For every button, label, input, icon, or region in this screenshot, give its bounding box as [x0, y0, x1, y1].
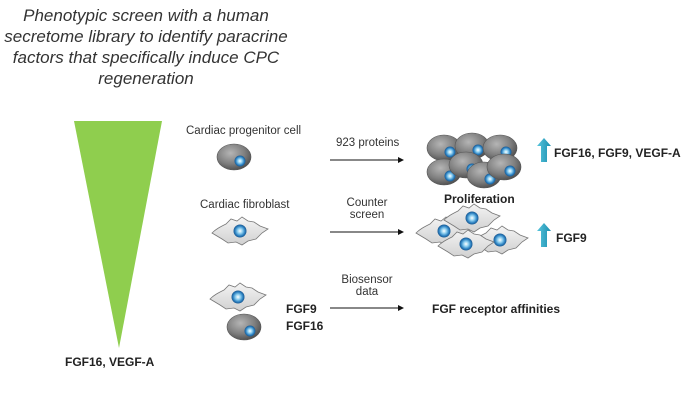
factor-fgf16: FGF16	[286, 319, 324, 333]
up-arrow-icon	[537, 138, 551, 162]
arrow-label-line: Biosensor	[341, 274, 393, 286]
up-arrow-icon	[537, 223, 551, 247]
fibroblast-label: Cardiac fibroblast	[200, 199, 290, 211]
upregulated-factors-fibroblast: FGF9	[556, 231, 587, 245]
diagram-title: Phenotypic screen with a human secretome…	[4, 6, 288, 88]
fibroblast-biosensor-icon	[209, 282, 267, 312]
cardiac-fibroblast-icon	[211, 216, 269, 246]
arrow-label-line: data	[355, 286, 379, 298]
biosensor-factors: FGF9 FGF16	[286, 301, 323, 335]
proliferation-label: Proliferation	[444, 192, 515, 206]
fgf-receptor-affinities-label: FGF receptor affinities	[432, 302, 561, 316]
arrow-label-biosensor: Biosensor data	[336, 274, 398, 298]
cpc-label: Cardiac progenitor cell	[186, 125, 302, 137]
arrow-label-line: Counter	[346, 197, 388, 209]
cpc-cluster-icon	[426, 132, 522, 189]
factor-fgf9: FGF9	[286, 302, 317, 316]
arrow-label-counter-screen: Counter screen	[336, 197, 398, 221]
arrow-label-line: screen	[349, 209, 385, 221]
arrow-label-923-proteins: 923 proteins	[336, 137, 400, 149]
funnel-bottom-label: FGF16, VEGF-A	[65, 355, 155, 369]
cardiac-progenitor-cell-icon	[216, 143, 252, 171]
upregulated-factors-cpc: FGF16, FGF9, VEGF-A	[554, 146, 681, 160]
fibroblast-cluster-icon	[415, 203, 529, 259]
funnel-triangle	[74, 121, 162, 348]
cpc-biosensor-icon	[226, 313, 262, 341]
